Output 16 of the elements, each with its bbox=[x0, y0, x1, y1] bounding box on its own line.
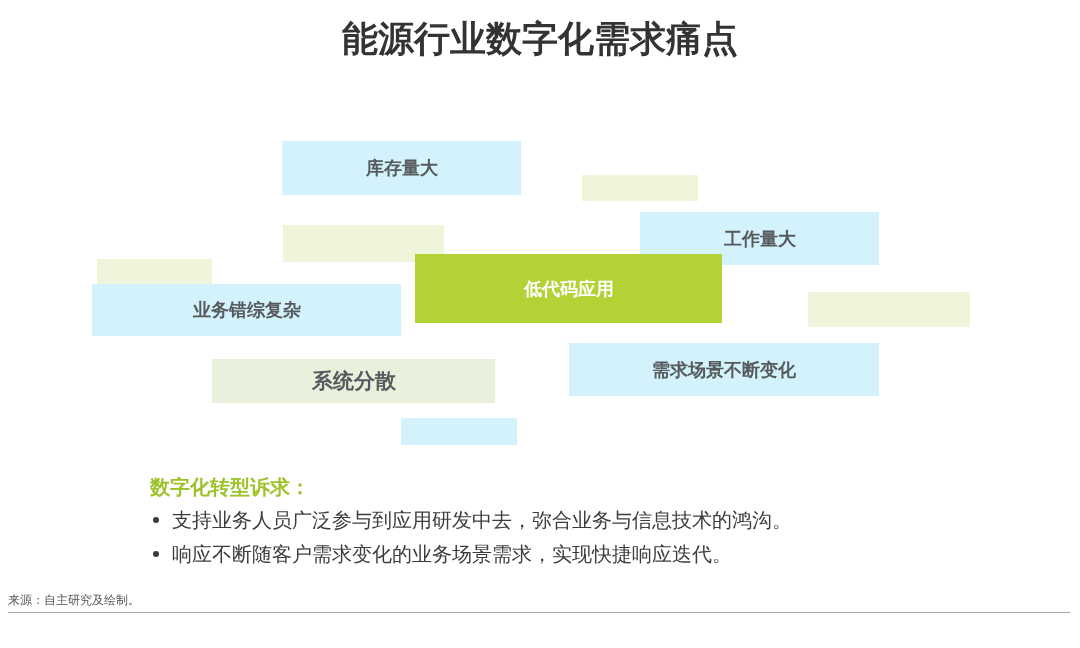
empty-box bbox=[401, 418, 517, 445]
label-box: 需求场景不断变化 bbox=[569, 343, 879, 396]
bullet-text: 响应不断随客户需求变化的业务场景需求，实现快捷响应迭代。 bbox=[172, 541, 732, 567]
bullet-text: 支持业务人员广泛参与到应用研发中去，弥合业务与信息技术的鸿沟。 bbox=[172, 507, 792, 533]
empty-box bbox=[808, 292, 970, 327]
label-box: 业务错综复杂 bbox=[92, 284, 401, 336]
label-box: 库存量大 bbox=[282, 141, 521, 195]
label-box: 工作量大 bbox=[640, 212, 879, 265]
source-note: 来源：自主研究及绘制。 bbox=[8, 592, 140, 608]
section-heading: 数字化转型诉求： bbox=[150, 474, 310, 500]
empty-box bbox=[283, 225, 444, 262]
title: 能源行业数字化需求痛点 bbox=[342, 17, 738, 61]
central-box: 低代码应用 bbox=[415, 254, 722, 323]
empty-box bbox=[97, 259, 212, 284]
empty-box bbox=[582, 175, 698, 201]
label-box: 系统分散 bbox=[212, 359, 495, 403]
